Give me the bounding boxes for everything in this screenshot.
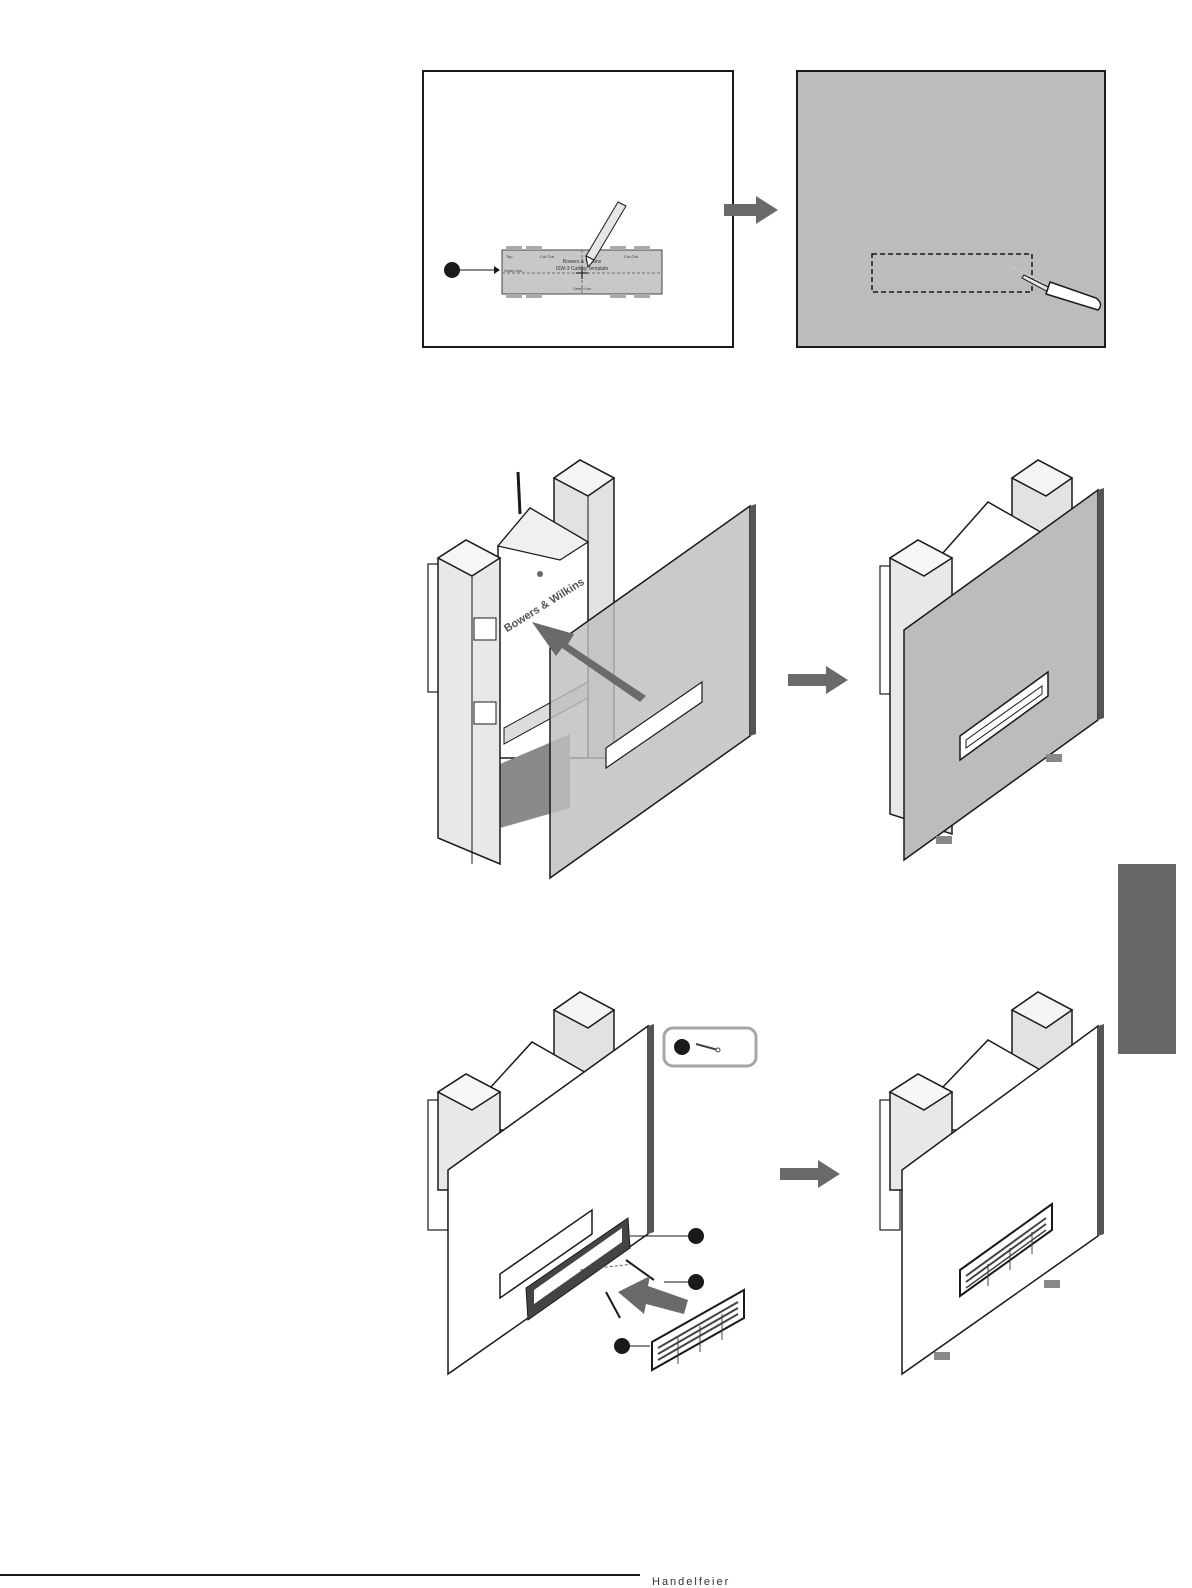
svg-text:Centre Line: Centre Line <box>504 269 522 273</box>
cutting-template: Top Cut Out Cut Out Centre Line Bowers &… <box>502 246 662 298</box>
step-arrow-1 <box>722 194 780 226</box>
callout-grille-icon <box>614 1338 630 1354</box>
svg-text:Centre Line: Centre Line <box>573 287 591 291</box>
svg-text:Top: Top <box>506 254 513 259</box>
svg-text:Bowers & Wilkins: Bowers & Wilkins <box>563 259 602 265</box>
svg-text:Cut Out: Cut Out <box>540 254 555 259</box>
section-side-tab <box>1118 864 1176 1054</box>
parts-box <box>662 1026 758 1068</box>
callout-frame-icon <box>688 1228 704 1244</box>
step-arrow-2 <box>786 664 850 696</box>
step3-finished-scene <box>876 990 1106 1380</box>
callout-screw-part-icon <box>674 1039 690 1055</box>
step2-installed-scene <box>876 454 1106 864</box>
step2-install-scene: Bowers & Wilkins <box>420 458 760 884</box>
step1-cut-panel <box>796 70 1106 348</box>
step-arrow-3 <box>778 1158 842 1190</box>
footer-text: Handelfeier <box>652 1576 730 1588</box>
svg-text:Cut Out: Cut Out <box>624 254 639 259</box>
wall-outline <box>423 71 733 347</box>
wall-panel <box>797 71 1105 347</box>
svg-text:ISW-3 Cutting Template: ISW-3 Cutting Template <box>556 266 609 272</box>
callout-screw-icon <box>688 1274 704 1290</box>
front-stud <box>438 540 500 864</box>
step1-template-panel: Top Cut Out Cut Out Centre Line Bowers &… <box>422 70 734 348</box>
footer-rule <box>0 1574 640 1576</box>
callout-template-icon <box>444 262 460 278</box>
